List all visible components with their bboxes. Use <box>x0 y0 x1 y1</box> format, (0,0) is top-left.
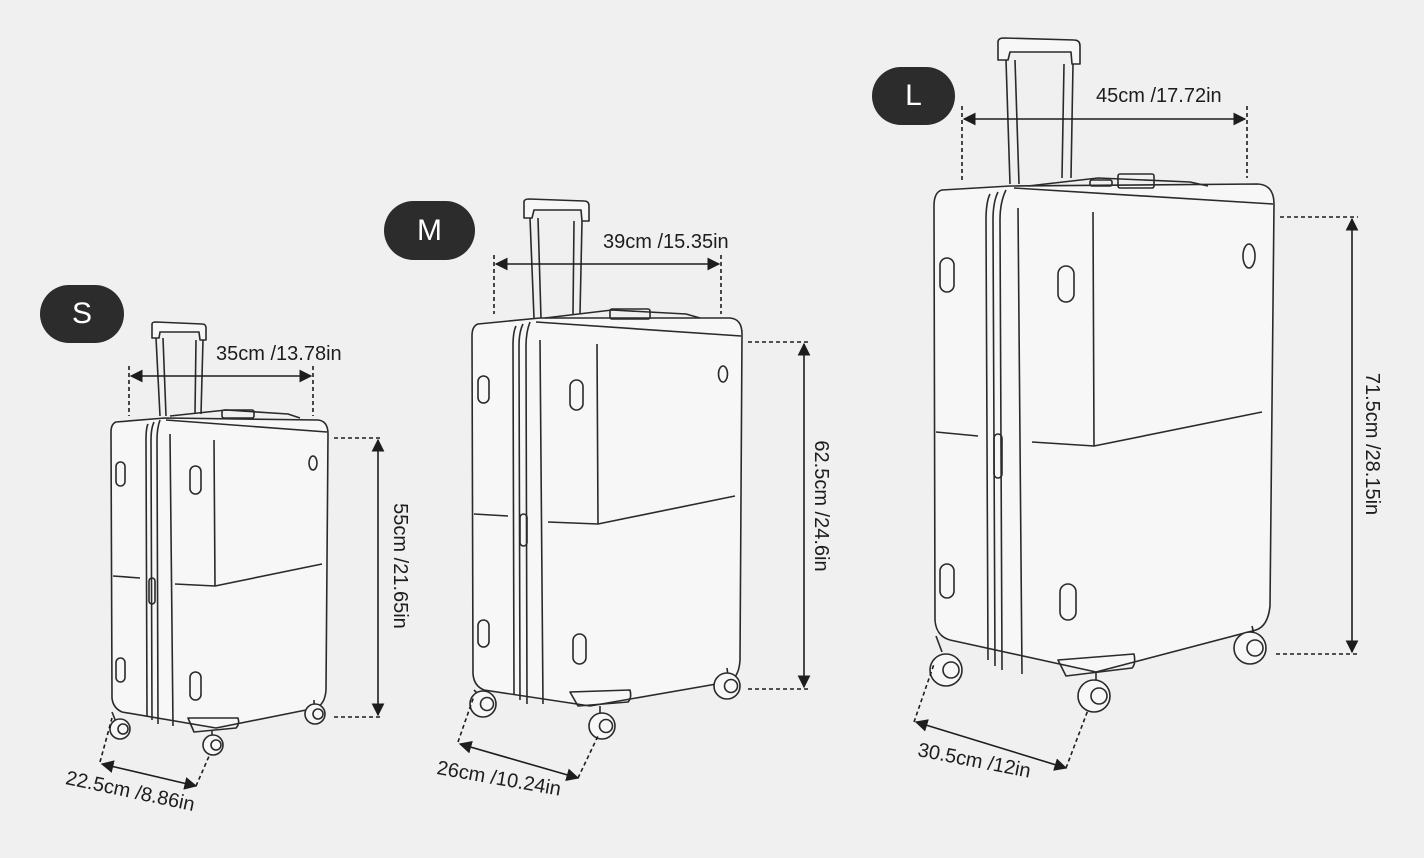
suitcase-small-wheels <box>109 700 326 756</box>
size-m-height-label: 62.5cm /24.6in <box>810 440 832 572</box>
size-m-width-label: 39cm /15.35in <box>603 231 729 253</box>
suitcase-large <box>929 37 1275 713</box>
size-badge-m: M <box>384 201 475 260</box>
suitcase-medium-handle <box>523 198 590 319</box>
size-badge-l: L <box>872 67 955 125</box>
size-s-height-label: 55cm /21.65in <box>389 503 411 629</box>
dimension-lines <box>99 106 1359 790</box>
suitcase-medium-wheels <box>469 667 741 740</box>
size-l-height-label: 71.5cm /28.15in <box>1361 372 1383 516</box>
suitcase-large-wheels <box>929 625 1267 713</box>
suitcase-small-handle <box>151 321 207 417</box>
size-l-width-label: 45cm /17.72in <box>1096 85 1222 107</box>
suitcase-small <box>109 321 329 756</box>
suitcase-medium <box>469 198 743 740</box>
suitcase-large-handle <box>997 37 1081 185</box>
size-badge-s: S <box>40 285 124 343</box>
size-s-width-label: 35cm /13.78in <box>216 343 342 365</box>
